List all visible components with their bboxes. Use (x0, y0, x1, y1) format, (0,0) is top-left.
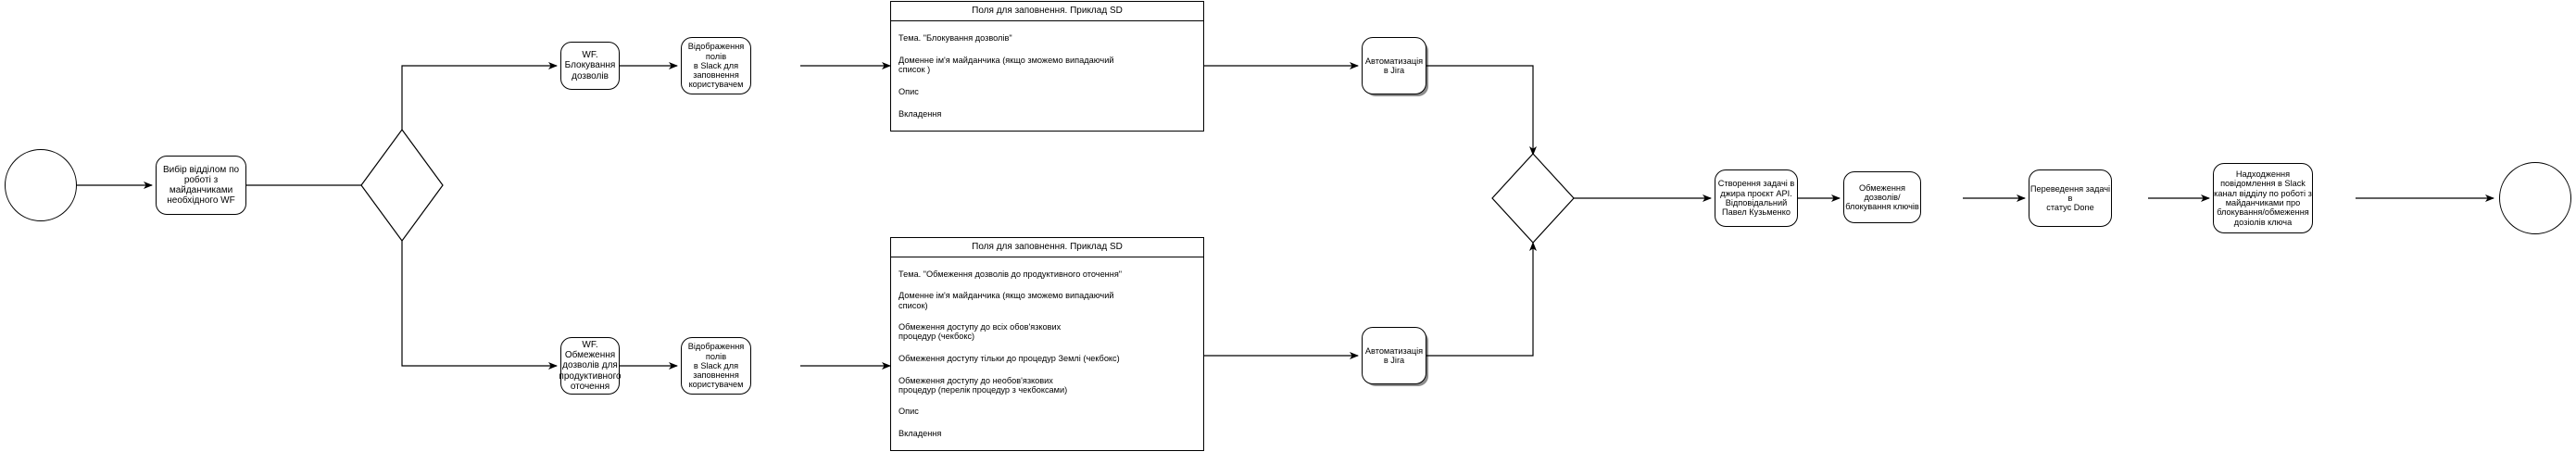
note-top-body: Тема. "Блокування дозволів" Доменне ім'я… (891, 21, 1203, 131)
task-jira-automation-top[interactable]: Автоматизація в Jira (1362, 37, 1426, 94)
task-restrict-permissions-block-keys[interactable]: Обмеження дозволів/ блокування ключів (1843, 171, 1921, 223)
note-bottom-line-4: Обмеження доступу до необов'язкових проц… (898, 375, 1068, 395)
task-wf-restrict-permissions[interactable]: WF. Обмеження дозволів для продуктивного… (559, 337, 622, 395)
task-slack-notification[interactable]: Надходження повідомлення в Slack канал в… (2213, 163, 2313, 233)
note-bottom-line-0: Тема. "Обмеження дозволів до продуктивно… (898, 269, 1123, 279)
note-fields-top: Поля для заповнення. Приклад SD Тема. "Б… (890, 1, 1204, 132)
note-bottom-line-6: Вкладення (898, 429, 942, 438)
note-top-title: Поля для заповнення. Приклад SD (891, 2, 1203, 21)
start-event[interactable] (5, 149, 77, 221)
note-bottom-line-1: Доменне ім'я майданчика (якщо зможемо ви… (898, 291, 1114, 310)
note-bottom-line-3: Обмеження доступу тільки до процедур Зем… (898, 353, 1120, 363)
gateway-merge-shape (1491, 153, 1575, 244)
task-create-jira-task[interactable]: Створення задачі в джира проєкт API. Від… (1715, 169, 1798, 227)
end-event[interactable] (2499, 162, 2571, 234)
note-bottom-line-5: Опис (898, 407, 919, 417)
note-top-line-3: Вкладення (898, 108, 942, 119)
note-fields-bottom: Поля для заповнення. Приклад SD Тема. "О… (890, 237, 1204, 451)
task-select-workflow[interactable]: Вибір відділом по роботі з майданчиками … (156, 156, 246, 215)
note-bottom-title: Поля для заповнення. Приклад SD (891, 238, 1203, 257)
gateway-split-shape (360, 128, 444, 243)
note-top-line-1: Доменне ім'я майданчика (якщо зможемо ви… (898, 55, 1114, 75)
note-bottom-line-2: Обмеження доступу до всіх обов'язкових п… (898, 322, 1062, 342)
task-jira-automation-bottom[interactable]: Автоматизація в Jira (1362, 327, 1426, 384)
task-move-to-done[interactable]: Переведення задачі в статус Done (2029, 169, 2112, 227)
task-wf-block-permissions[interactable]: WF. Блокування дозволів (560, 42, 620, 90)
task-display-fields-slack-top[interactable]: Відображення полів в Slack для заповненн… (681, 37, 751, 94)
note-bottom-body: Тема. "Обмеження дозволів до продуктивно… (891, 257, 1203, 450)
task-display-fields-slack-bottom[interactable]: Відображення полів в Slack для заповненн… (681, 337, 751, 395)
note-top-line-2: Опис (898, 86, 919, 96)
note-top-line-0: Тема. "Блокування дозволів" (898, 32, 1012, 43)
